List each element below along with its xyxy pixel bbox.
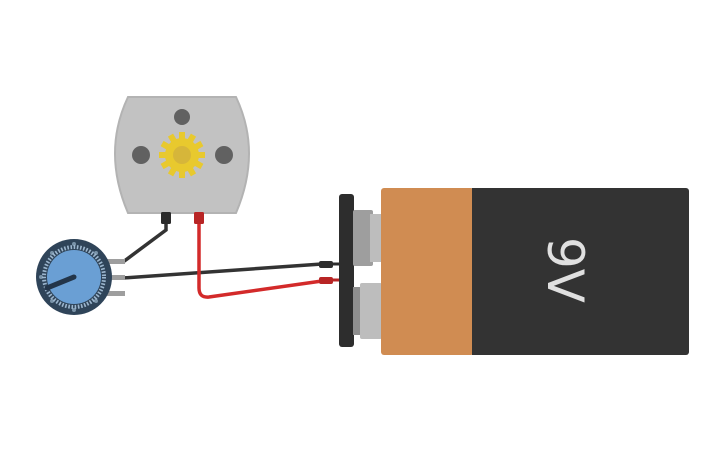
battery-label: 9V: [536, 237, 594, 303]
pot-pin-middle[interactable]: [107, 275, 125, 280]
wires: [121, 222, 324, 299]
battery-body: [472, 188, 689, 355]
battery-lead-black[interactable]: [319, 261, 333, 268]
gear-icon: [159, 132, 205, 178]
battery-lead-red[interactable]: [319, 277, 333, 284]
battery-cap: [381, 188, 474, 355]
wire-pot-to-battery-black[interactable]: [121, 262, 324, 280]
battery-clip: [339, 194, 354, 347]
motor-terminal-black[interactable]: [161, 212, 171, 224]
motor-hole-top: [174, 109, 190, 125]
potentiometer[interactable]: [36, 239, 125, 315]
pot-knob-indicator: [44, 274, 77, 291]
pot-knob-ridge[interactable]: [42, 245, 106, 309]
motor-hole-left: [132, 146, 150, 164]
battery-terminal-positive: [353, 283, 382, 339]
wire-motor-red-to-battery[interactable]: [197, 222, 324, 299]
pot-pin-top[interactable]: [107, 259, 125, 264]
motor-terminal-red[interactable]: [194, 212, 204, 224]
pot-pin-bottom[interactable]: [107, 291, 125, 296]
battery-terminal-negative: [353, 210, 382, 266]
battery-9v[interactable]: 9V: [319, 188, 689, 355]
dc-motor[interactable]: [114, 96, 250, 224]
motor-hole-right: [215, 146, 233, 164]
wire-motor-black-to-pot[interactable]: [121, 222, 168, 264]
